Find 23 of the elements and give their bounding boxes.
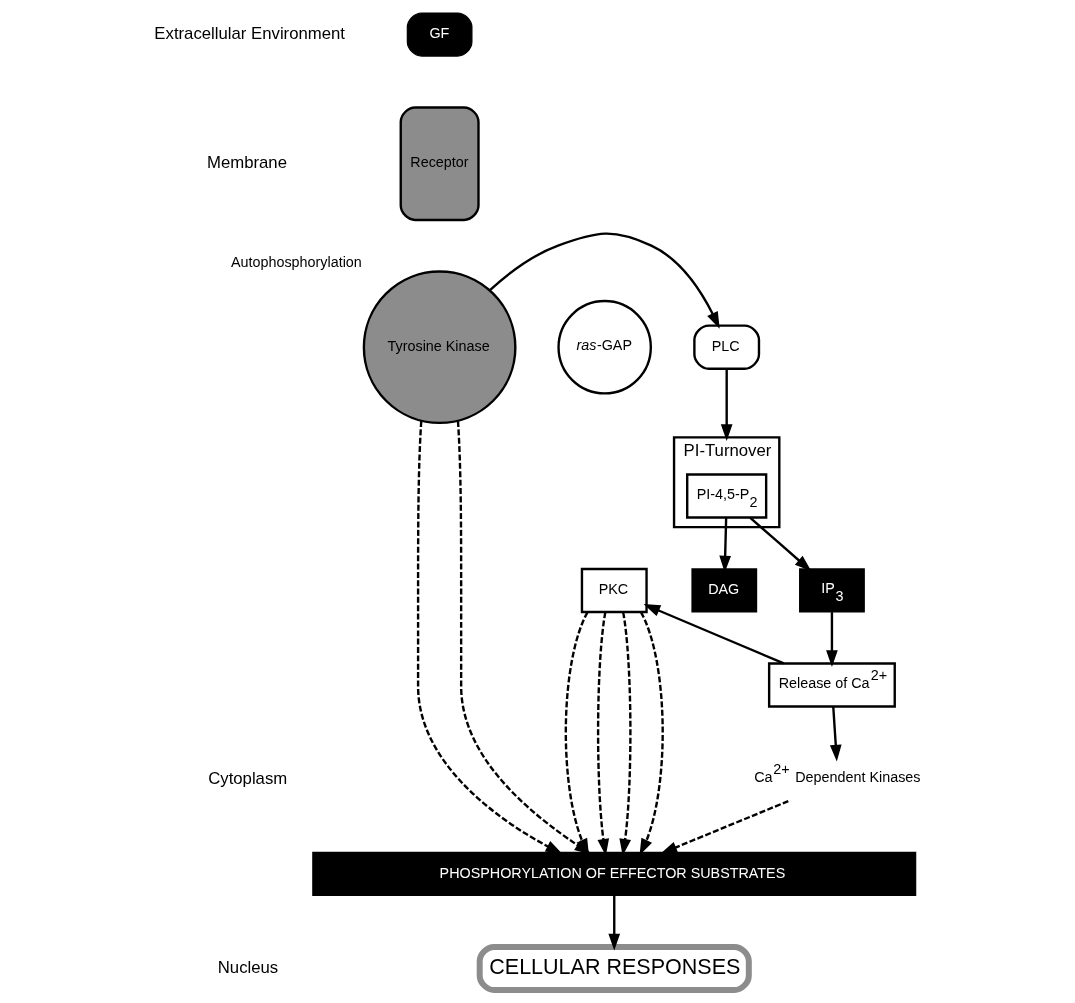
node-box: CELLULAR RESPONSES	[476, 943, 752, 993]
arrow	[825, 612, 838, 668]
arrow	[829, 706, 842, 762]
arrow	[488, 232, 720, 329]
label: Membrane	[206, 153, 287, 173]
node-box: PLC	[692, 324, 760, 370]
node-box: GF	[406, 12, 473, 57]
node-box: PHOSPHORYLATION OF EFFECTOR SUBSTRATES	[311, 851, 916, 897]
label: Cytoplasm	[207, 768, 287, 788]
node-circle: ras-GAP	[556, 299, 652, 395]
label: Nucleus	[217, 957, 278, 977]
arrow	[607, 895, 620, 951]
node-box: Receptor	[399, 106, 480, 222]
node-circle: Tyrosine Kinase	[362, 270, 517, 425]
arrow	[748, 516, 811, 572]
arrow	[643, 604, 784, 665]
node-label: Autophosphorylation	[230, 254, 362, 271]
arrow	[416, 421, 562, 855]
arrow	[720, 368, 733, 442]
node-box: DAG	[690, 568, 757, 613]
node-box: PKC	[580, 567, 648, 614]
label: Extracellular Environment	[153, 23, 345, 43]
arrow	[659, 800, 789, 854]
